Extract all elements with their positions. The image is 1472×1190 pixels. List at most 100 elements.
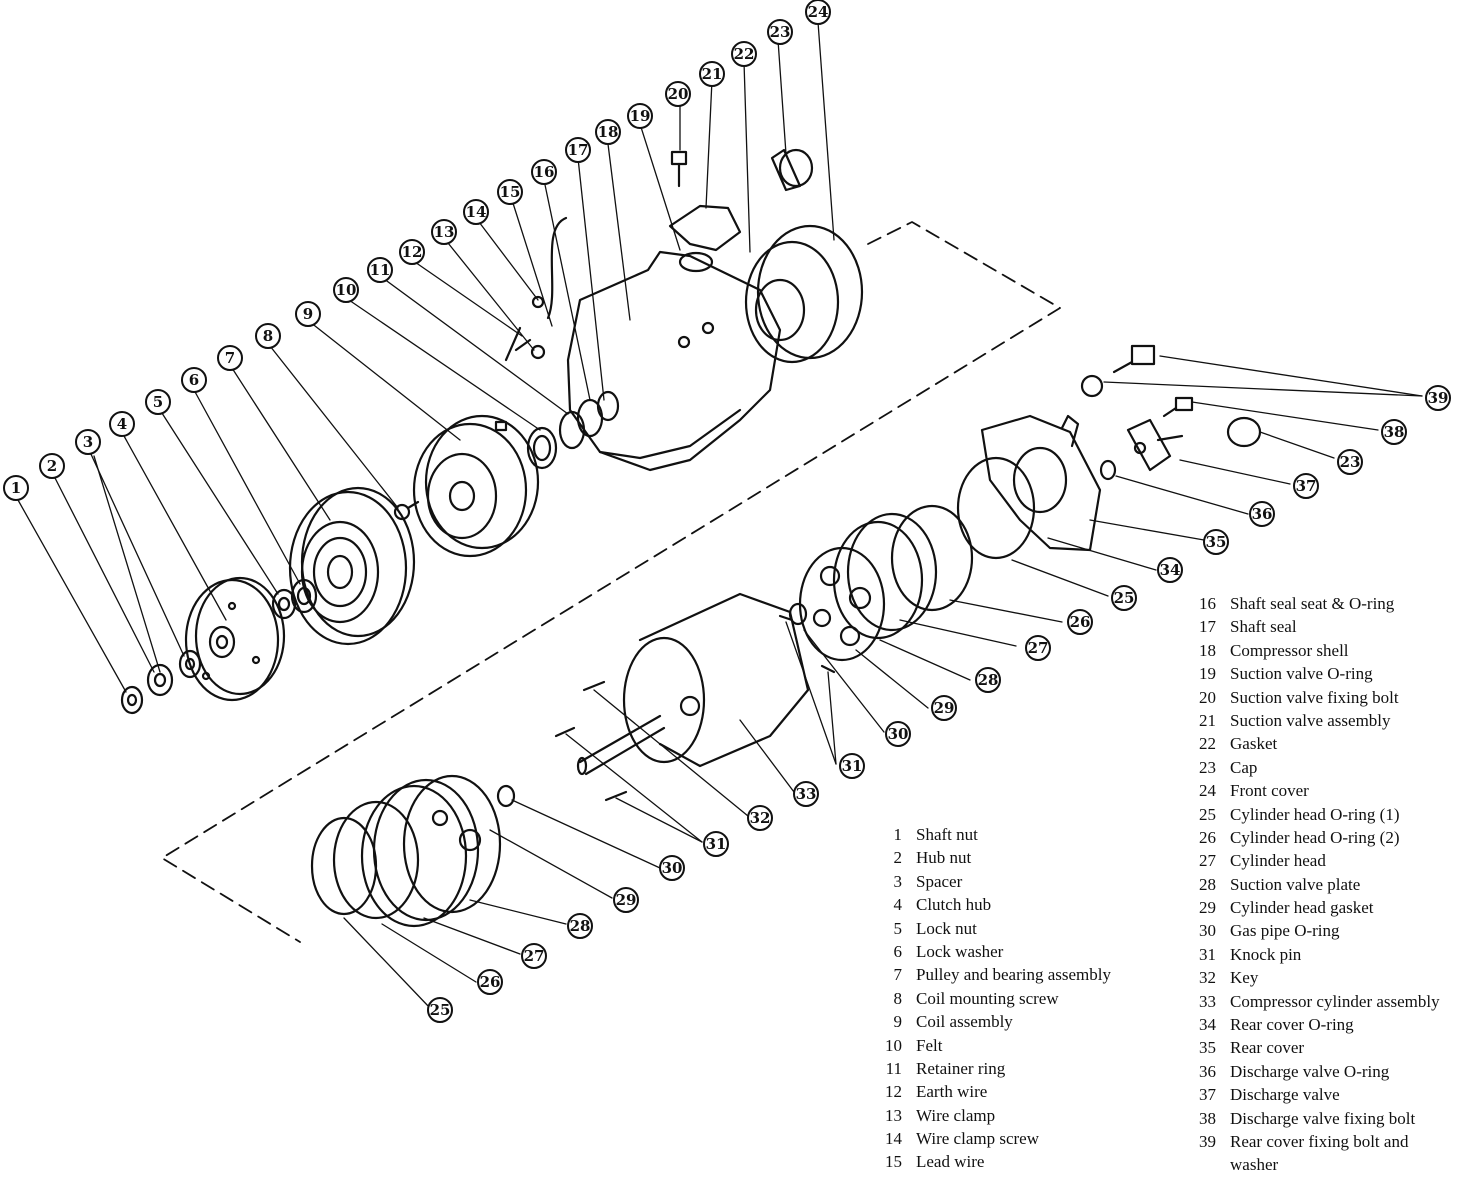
part-gas-pipe-oring-lower <box>496 784 516 808</box>
callout-number: 26 <box>1070 613 1091 631</box>
callout-8: 8 <box>255 323 281 349</box>
callout-19: 19 <box>627 103 653 129</box>
part-cap-rear <box>1226 416 1262 448</box>
callout-31: 31 <box>703 831 729 857</box>
part-front-cover <box>744 224 864 364</box>
callout-30: 30 <box>659 855 685 881</box>
part-discharge-valve <box>1126 418 1184 472</box>
callout-circle <box>703 831 729 857</box>
legend-number: 32 <box>1199 968 1216 988</box>
legend-number: 34 <box>1199 1015 1216 1035</box>
callout-15: 15 <box>497 179 523 205</box>
part-spacer <box>178 649 202 679</box>
part-suction-valve-plate-lower <box>402 774 502 914</box>
callout-circle <box>399 239 425 265</box>
callout-number: 23 <box>1340 453 1361 471</box>
callout-circle <box>885 721 911 747</box>
legend-label: Lock nut <box>916 918 977 938</box>
assembly-dashed-boundary <box>161 221 1061 943</box>
callout-circle <box>767 19 793 45</box>
part-cylinder-head-oring-1-right <box>956 456 1036 560</box>
callout-23: 23 <box>767 19 793 45</box>
callout-circle <box>627 103 653 129</box>
legend-number: 33 <box>1199 991 1216 1011</box>
legend-number: 16 <box>1199 594 1216 613</box>
callout-circle <box>565 137 591 163</box>
part-felt <box>526 426 558 470</box>
callout-circle <box>255 323 281 349</box>
callout-number: 27 <box>524 947 545 965</box>
callout-circle <box>1025 635 1051 661</box>
callout-circle <box>463 199 489 225</box>
callout-9: 9 <box>295 301 321 327</box>
legend-number: 38 <box>1199 1108 1216 1128</box>
callout-number: 27 <box>1028 639 1049 657</box>
callout-28: 28 <box>975 667 1001 693</box>
legend-number: 10 <box>885 1035 902 1055</box>
legend-number: 1 <box>893 825 903 844</box>
part-suction-valve-assembly <box>668 204 742 273</box>
callout-29: 29 <box>613 887 639 913</box>
callout-18: 18 <box>595 119 621 145</box>
callout-37: 37 <box>1293 473 1319 499</box>
legend-label: Shaft nut <box>916 825 978 844</box>
callout-circle <box>497 179 523 205</box>
legend-label: Cylinder head <box>1230 851 1326 871</box>
callout-27: 27 <box>521 943 547 969</box>
callout-21: 21 <box>699 61 725 87</box>
callout-number: 2 <box>47 457 57 475</box>
callout-number: 4 <box>117 415 127 433</box>
callout-number: 25 <box>430 1001 451 1019</box>
callout-number: 5 <box>153 393 163 411</box>
callout-circle <box>839 753 865 779</box>
callout-number: 16 <box>534 163 555 181</box>
legend-label: Wire clamp screw <box>916 1129 1039 1149</box>
callout-circle <box>1157 557 1183 583</box>
callout-circle <box>1249 501 1275 527</box>
legend-label: Retainer ring <box>916 1058 1006 1078</box>
callout-circle <box>1381 419 1407 445</box>
callout-number: 29 <box>616 891 637 909</box>
callout-circle <box>109 411 135 437</box>
callout-11: 11 <box>367 257 393 283</box>
callout-number: 34 <box>1160 561 1181 579</box>
callout-circle <box>1111 585 1137 611</box>
part-cylinder-head-lower <box>360 778 480 928</box>
callout-number: 3 <box>83 433 93 451</box>
callout-circle <box>1067 609 1093 635</box>
callout-circle <box>217 345 243 371</box>
legend-label: Front cover <box>1230 781 1309 801</box>
part-rear-cover <box>980 414 1102 552</box>
callout-circle <box>145 389 171 415</box>
legend-label: Compressor shell <box>1230 640 1349 660</box>
callout-10: 10 <box>333 277 359 303</box>
legend-label: Wire clamp <box>916 1105 996 1125</box>
callout-circle <box>521 943 547 969</box>
legend-label: Discharge valve <box>1230 1085 1340 1105</box>
legend-label: Cylinder head gasket <box>1230 898 1374 918</box>
callout-number: 12 <box>402 243 423 261</box>
callout-3: 3 <box>75 429 101 455</box>
callout-27: 27 <box>1025 635 1051 661</box>
legend-label: Discharge valve fixing bolt <box>1230 1108 1416 1128</box>
legend-label: Compressor cylinder assembly <box>1230 991 1440 1011</box>
callout-circle <box>613 887 639 913</box>
legend-number: 12 <box>885 1082 902 1102</box>
callout-circle <box>1203 529 1229 555</box>
callout-number: 7 <box>225 349 235 367</box>
leader-lines <box>17 21 1423 1009</box>
legend-label: Suction valve O-ring <box>1230 664 1373 684</box>
legend-number: 25 <box>1199 804 1216 824</box>
callout-25: 25 <box>1111 585 1137 611</box>
